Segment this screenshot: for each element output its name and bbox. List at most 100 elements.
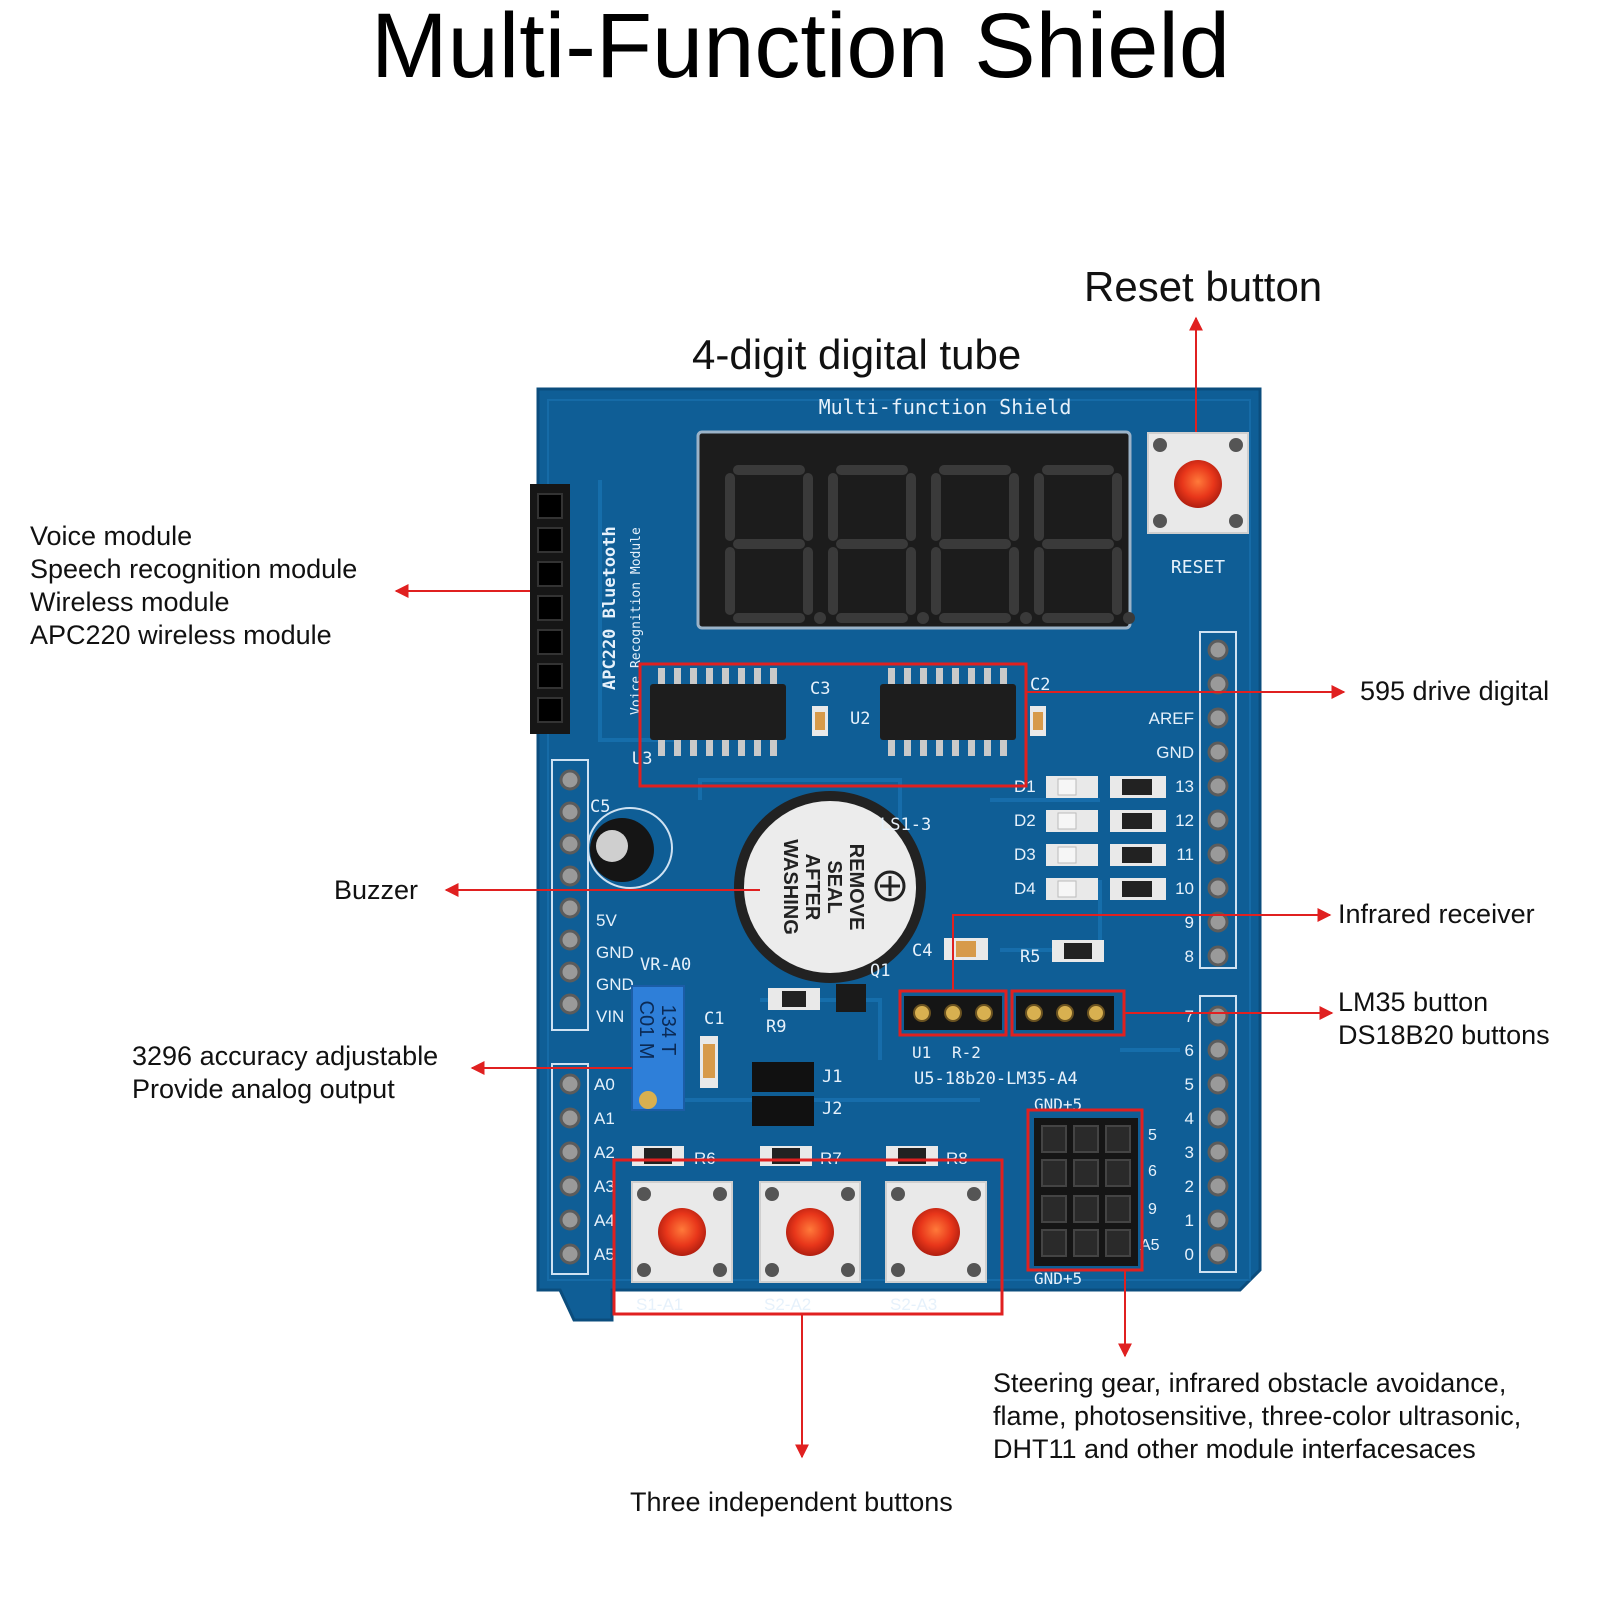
u2-silk: U2	[850, 709, 870, 729]
d4-silk: D4	[1014, 879, 1036, 898]
u3-silk: U3	[632, 749, 652, 769]
label-apc220-module: APC220 wireless module	[30, 620, 332, 650]
potentiometer	[631, 985, 685, 1111]
u1-silk: U1	[912, 1043, 931, 1062]
pin-a4: A4	[594, 1211, 615, 1230]
page-title: Multi-Function Shield	[370, 0, 1231, 97]
servo-pin-9: 9	[1148, 1201, 1157, 1218]
jumper-j2	[752, 1096, 814, 1126]
r2-silk: R-2	[952, 1043, 981, 1062]
pin-a1: A1	[594, 1109, 615, 1128]
s1-silk: S1-A1	[636, 1295, 683, 1314]
pin-5v: 5V	[596, 911, 617, 930]
d2-silk: D2	[1014, 811, 1036, 830]
pin-gnd-r: GND	[1156, 743, 1194, 762]
label-tube: 4-digit digital tube	[692, 331, 1022, 378]
label-voice-module: Voice module	[30, 521, 193, 551]
pin-4: 4	[1185, 1109, 1194, 1128]
header-subsilk: Voice Recognition Module	[629, 527, 644, 715]
arrow-infrared	[952, 908, 1332, 991]
label-interfaces: Steering gear, infrared obstacle avoidan…	[993, 1367, 1521, 1466]
c5-silk: C5	[590, 797, 610, 817]
u5-silk: U5-18b20-LM35-A4	[914, 1069, 1078, 1089]
push-button-s2	[759, 1181, 861, 1283]
chip-u2	[880, 668, 1016, 756]
label-infrared: Infrared receiver	[1338, 899, 1535, 929]
pin-1: 1	[1185, 1211, 1194, 1230]
reset-button-cap	[1174, 460, 1222, 508]
c1-silk: C1	[704, 1009, 724, 1029]
pot-marking-1: 134 T	[657, 1005, 679, 1056]
label-interfaces-line2: flame, photosensitive, three-color ultra…	[993, 1401, 1522, 1431]
r9-silk: R9	[766, 1017, 786, 1037]
push-button-s3	[885, 1181, 987, 1283]
push-button-s1	[631, 1181, 733, 1283]
pin-13: 13	[1175, 777, 1194, 796]
pot-marking-2: C01 M	[635, 1001, 657, 1060]
label-speech-module: Speech recognition module	[30, 554, 358, 584]
label-pot-line2: Provide analog output	[132, 1074, 395, 1104]
s2-silk: S2-A2	[764, 1295, 811, 1314]
label-pot-line1: 3296 accuracy adjustable	[132, 1041, 439, 1071]
label-header-modules: Voice module Speech recognition module W…	[30, 520, 357, 652]
reset-silk: RESET	[1171, 557, 1225, 578]
seal-text-4: WASHING	[779, 839, 801, 935]
pin-12: 12	[1175, 811, 1194, 830]
pin-vin: VIN	[596, 1007, 624, 1026]
pin-aref: AREF	[1149, 709, 1194, 728]
s3-silk: S2-A3	[890, 1295, 937, 1314]
seal-text-3: AFTER	[801, 854, 823, 921]
servo-pin-5: 5	[1148, 1127, 1157, 1144]
j2-silk: J2	[822, 1099, 842, 1119]
c3-silk: C3	[810, 679, 830, 699]
label-interfaces-line3: DHT11 and other module interfacesaces	[993, 1434, 1476, 1464]
label-potentiometer: 3296 accuracy adjustable Provide analog …	[132, 1040, 438, 1106]
j1-silk: J1	[822, 1067, 842, 1087]
q1-silk: Q1	[870, 961, 890, 981]
pin-a2: A2	[594, 1143, 615, 1162]
c2-silk: C2	[1030, 675, 1050, 695]
label-ds18b20: DS18B20 buttons	[1338, 1020, 1550, 1050]
pin-9: 9	[1185, 913, 1194, 932]
label-buzzer: Buzzer	[334, 875, 419, 905]
board-name: Multi-function Shield	[819, 395, 1072, 419]
pin-a0: A0	[594, 1075, 615, 1094]
c4-silk: C4	[912, 941, 932, 961]
servo-pin-6: 6	[1148, 1163, 1157, 1180]
label-buttons: Three independent buttons	[630, 1487, 953, 1517]
chip-u3	[650, 668, 786, 756]
vr-a0-silk: VR-A0	[640, 955, 691, 975]
gnd5-silk-bottom: GND+5	[1034, 1269, 1082, 1288]
pin-2: 2	[1185, 1177, 1194, 1196]
label-sensor-buttons: LM35 button DS18B20 buttons	[1338, 986, 1550, 1052]
pin-8: 8	[1185, 947, 1194, 966]
label-interfaces-line1: Steering gear, infrared obstacle avoidan…	[993, 1368, 1507, 1398]
pin-5: 5	[1185, 1075, 1194, 1094]
pin-6: 6	[1185, 1041, 1194, 1060]
pin-gnd-1: GND	[596, 943, 634, 962]
label-drive: 595 drive digital	[1360, 676, 1550, 706]
pin-a3: A3	[594, 1177, 615, 1196]
pin-3: 3	[1185, 1143, 1194, 1162]
highlight-module-header	[1026, 1108, 1144, 1272]
servo-pin-a5: A5	[1140, 1237, 1160, 1254]
jumper-j1	[752, 1062, 814, 1092]
label-wireless-module: Wireless module	[30, 587, 230, 617]
header-silk: APC220 Bluetooth	[600, 526, 620, 690]
pin-a5: A5	[594, 1245, 615, 1264]
highlight-drive-chips	[638, 662, 1028, 788]
pin-11: 11	[1176, 845, 1194, 864]
d3-silk: D3	[1014, 845, 1036, 864]
r5-silk: R5	[1020, 947, 1040, 967]
seal-text-1: REMOVE	[845, 844, 867, 931]
highlight-buttons	[612, 1158, 1004, 1316]
pin-7: 7	[1185, 1007, 1194, 1026]
pin-gnd-2: GND	[596, 975, 634, 994]
pin-10: 10	[1175, 879, 1194, 898]
label-reset: Reset button	[1084, 263, 1323, 310]
pin-0: 0	[1185, 1245, 1194, 1264]
ls1-silk: LS1-3	[880, 815, 931, 835]
label-lm35: LM35 button	[1338, 987, 1489, 1017]
seal-text-2: SEAL	[823, 860, 845, 913]
